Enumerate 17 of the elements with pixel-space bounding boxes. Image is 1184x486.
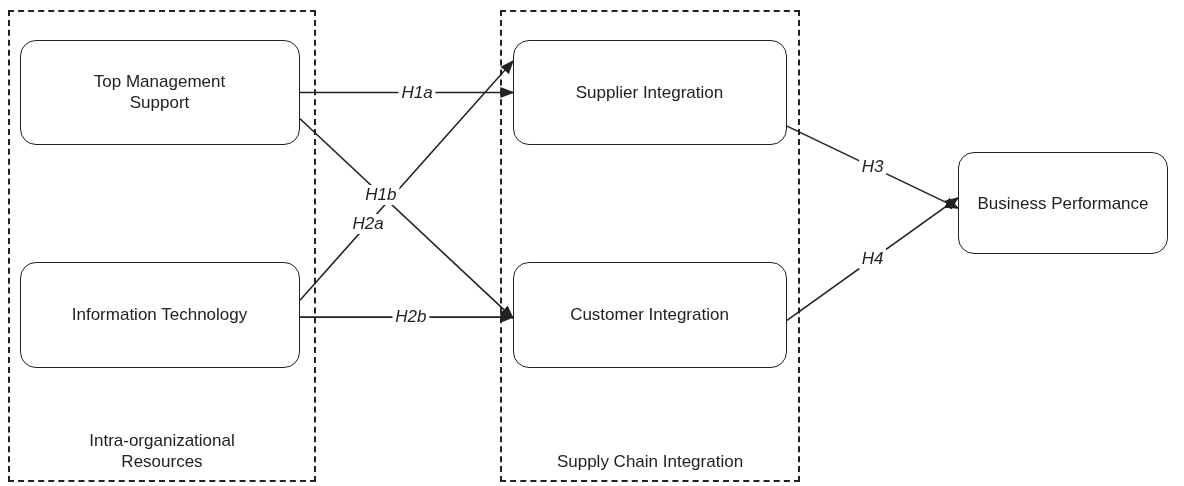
dashed-group-frame <box>8 10 316 482</box>
rounded-box <box>512 39 787 145</box>
dashed-group-frame <box>500 10 800 482</box>
rounded-box <box>512 261 787 368</box>
edge-label: H1b <box>362 184 400 205</box>
box-label: Business Performance <box>977 192 1149 214</box>
box-label: Customer Integration <box>570 304 729 325</box>
rounded-box <box>958 152 1168 254</box>
rounded-box <box>19 261 300 368</box>
box-label: Top Management Support <box>92 71 227 113</box>
rounded-box <box>19 39 300 145</box>
group-label: Intra-organizational Resources <box>88 430 236 472</box>
edge-label: H4 <box>858 249 887 270</box>
edge-label: H3 <box>858 157 887 178</box>
group-label: Supply Chain Integration <box>556 451 744 472</box>
box-label: Supplier Integration <box>575 81 724 103</box>
box-label: Information Technology <box>71 304 248 325</box>
